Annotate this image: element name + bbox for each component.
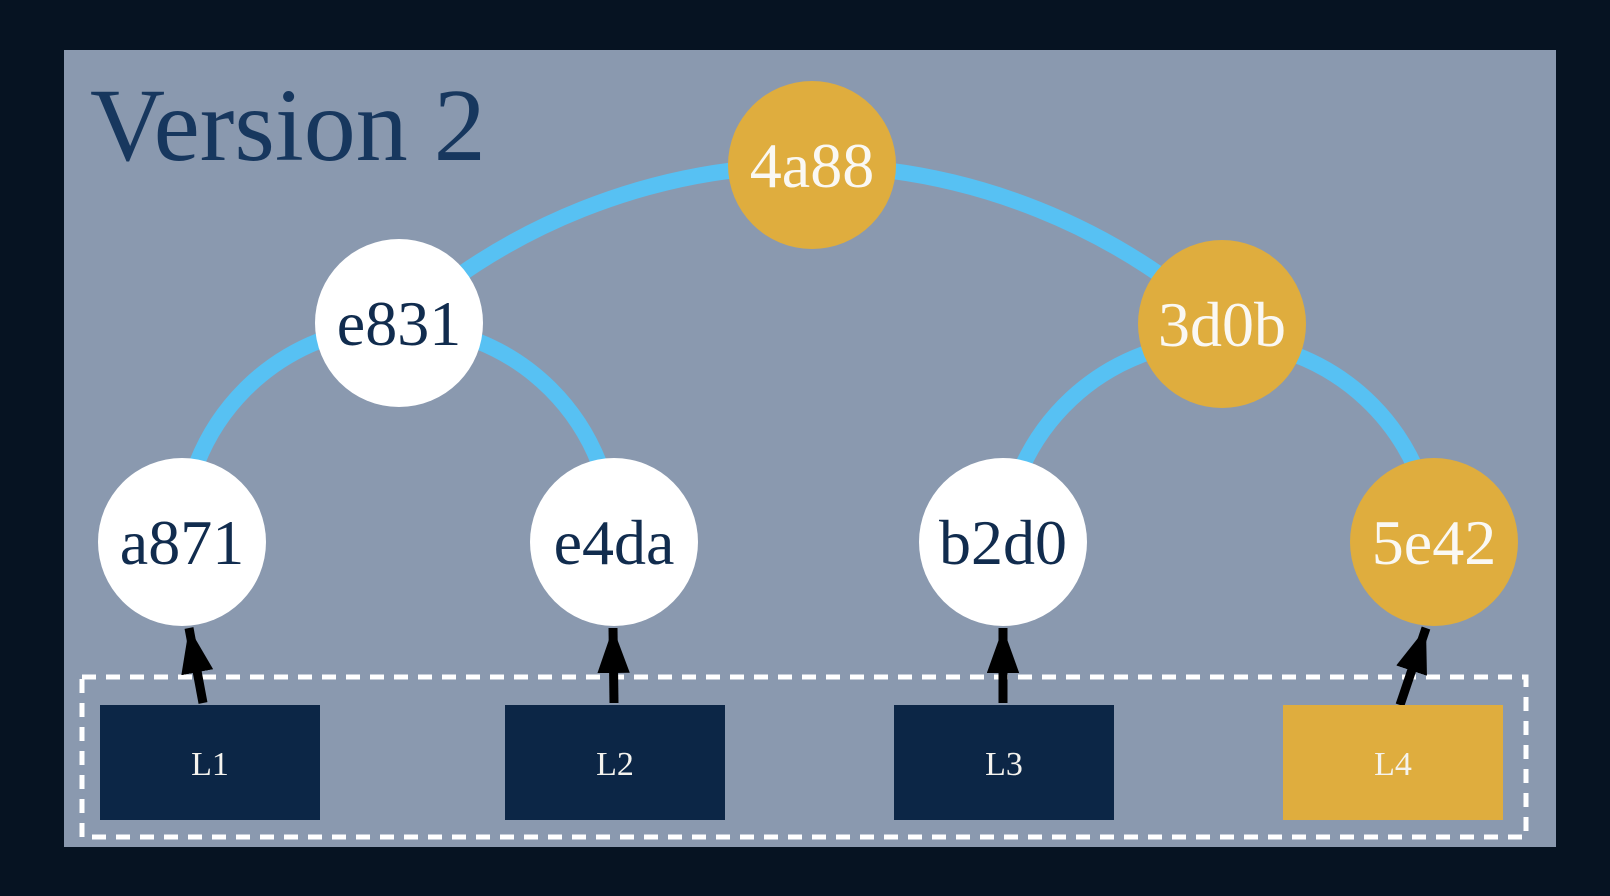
data-block-l3-label: L3 [985, 746, 1023, 783]
node-5e42-circle [1350, 458, 1518, 626]
data-block-l2-box [505, 705, 725, 820]
data-block-l1-box [100, 705, 320, 820]
node-3d0b-circle [1138, 240, 1306, 408]
data-block-l1-label: L1 [191, 746, 229, 783]
node-e831-circle [315, 239, 483, 407]
node-a871: a871 [98, 458, 266, 626]
node-3d0b-label: 3d0b [1158, 289, 1286, 360]
node-e4da-label: e4da [554, 507, 675, 578]
data-block-l2: L2 [505, 705, 725, 820]
arrow-l2-to-e4da [597, 627, 630, 704]
data-block-l3: L3 [894, 705, 1114, 820]
leaf-group-outline [79, 674, 1529, 840]
node-b2d0-label: b2d0 [939, 507, 1067, 578]
node-e831-label: e831 [337, 288, 461, 359]
node-5e42-label: 5e42 [1372, 507, 1496, 578]
data-block-l2-label: L2 [596, 746, 634, 783]
diagram-title: Version 2 [90, 68, 486, 183]
node-b2d0: b2d0 [919, 458, 1087, 626]
node-5e42: 5e42 [1350, 458, 1518, 626]
node-a871-circle [98, 458, 266, 626]
node-a871-label: a871 [120, 507, 244, 578]
node-4a88: 4a88 [728, 81, 896, 249]
data-block-l4-box [1283, 705, 1503, 820]
data-block-l4: L4 [1283, 705, 1503, 820]
node-b2d0-circle [919, 458, 1087, 626]
node-4a88-circle [728, 81, 896, 249]
arrow-l1-to-a871 [181, 627, 214, 704]
node-e4da: e4da [530, 458, 698, 626]
node-4a88-label: 4a88 [750, 130, 874, 201]
data-block-l4-label: L4 [1374, 746, 1412, 783]
data-block-l1: L1 [100, 705, 320, 820]
node-3d0b: 3d0b [1138, 240, 1306, 408]
arrow-l4-to-5e42 [1395, 626, 1431, 707]
node-e4da-circle [530, 458, 698, 626]
data-block-l3-box [894, 705, 1114, 820]
node-e831: e831 [315, 239, 483, 407]
